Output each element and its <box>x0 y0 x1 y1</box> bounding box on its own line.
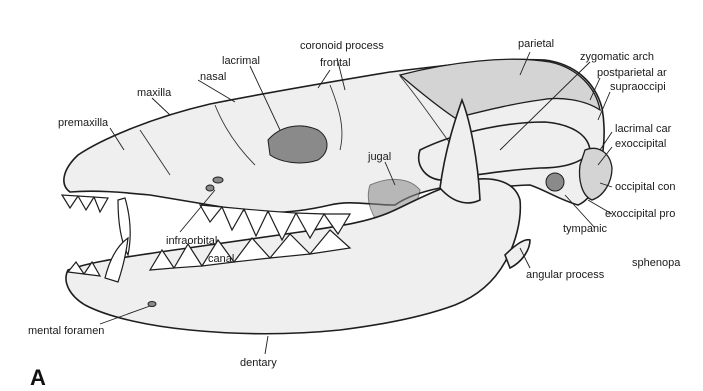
label-frontal: frontal <box>320 57 351 69</box>
label-angular-process: angular process <box>526 269 605 281</box>
infraorbital-foramen <box>213 177 223 183</box>
skull-drawing <box>62 59 612 334</box>
auditory-bulla <box>546 173 564 191</box>
label-lacrimal-top: lacrimal <box>222 55 260 67</box>
label-nasal: nasal <box>200 71 226 83</box>
label-premaxilla: premaxilla <box>58 117 109 129</box>
label-maxilla: maxilla <box>137 87 172 99</box>
mental-foramen-mark <box>148 302 156 307</box>
infraorbital-foramen-2 <box>206 185 214 191</box>
label-occipital-condyle: occipital con <box>615 181 676 193</box>
label-jugal: jugal <box>367 151 391 163</box>
label-mental-foramen: mental foramen <box>28 325 104 337</box>
label-tympanic: tympanic <box>563 223 608 235</box>
label-dentary: dentary <box>240 357 277 369</box>
label-canal: canal <box>208 253 234 265</box>
label-lacrimal-right: lacrimal car <box>615 123 672 135</box>
label-sphenopalatine: sphenopa <box>632 257 681 269</box>
label-exoccipital-process: exoccipital pro <box>605 208 675 220</box>
label-infraorbital: infraorbital <box>166 235 217 247</box>
panel-letter: A <box>30 365 46 390</box>
label-exoccipital: exoccipital <box>615 138 666 150</box>
label-zygomatic-arch: zygomatic arch <box>580 51 654 63</box>
label-postparietal: postparietal ar <box>597 67 667 79</box>
label-coronoid-process: coronoid process <box>300 40 384 52</box>
label-supraoccipital: supraoccipi <box>610 81 666 93</box>
occipital-region <box>580 148 613 200</box>
label-parietal: parietal <box>518 38 554 50</box>
